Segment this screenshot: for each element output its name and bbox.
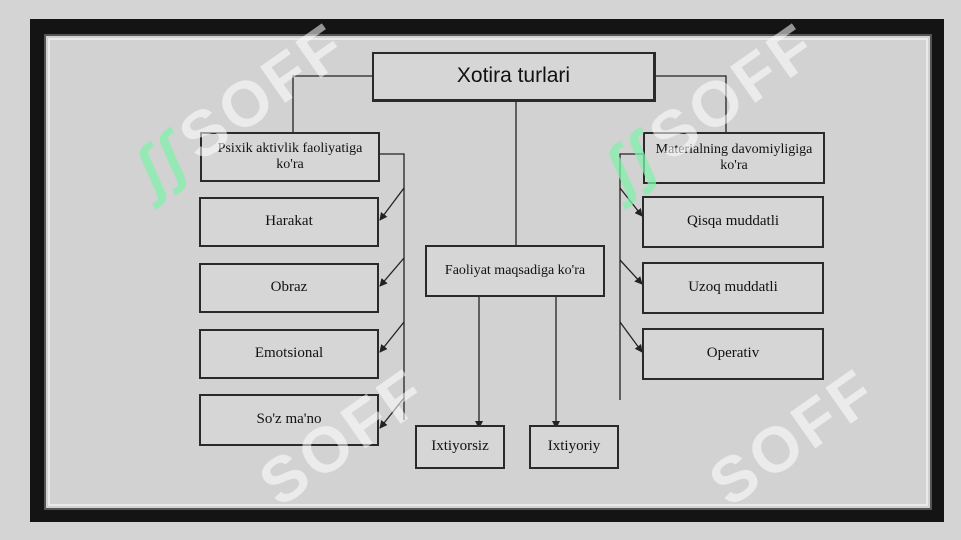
right-item-uzoq: Uzoq muddatli (642, 262, 824, 314)
title-box: Xotira turlari (372, 52, 656, 102)
left-item-sozmano: So'z ma'no (199, 394, 379, 446)
arrow-right-operativ (619, 321, 643, 353)
connector-title-left (292, 75, 372, 132)
left-item-obraz: Obraz (199, 263, 379, 313)
arrow-left-harakat (379, 187, 405, 221)
center-item-ixtiyoriy: Ixtiyoriy (529, 425, 619, 469)
right-item-operativ: Operativ (642, 328, 824, 380)
arrow-right-uzoq (619, 259, 643, 285)
connector-title-right (656, 75, 727, 132)
connector-right-bracket (619, 153, 644, 400)
left-item-emotsional: Emotsional (199, 329, 379, 379)
center-item-ixtiyorsiz: Ixtiyorsiz (415, 425, 505, 469)
connector-left-bracket (380, 153, 405, 420)
left-item-harakat: Harakat (199, 197, 379, 247)
right-header-box: Materialning davomiyligiga ko'ra (643, 132, 825, 184)
arrow-right-qisqa (619, 187, 643, 217)
arrow-left-sozmano (379, 397, 405, 429)
left-header-box: Psixik aktivlik faoliyatiga ko'ra (200, 132, 380, 182)
arrow-left-emotsional (379, 321, 405, 353)
center-header-box: Faoliyat maqsadiga ko'ra (425, 245, 605, 297)
arrow-left-obraz (379, 257, 405, 287)
right-item-qisqa: Qisqa muddatli (642, 196, 824, 248)
